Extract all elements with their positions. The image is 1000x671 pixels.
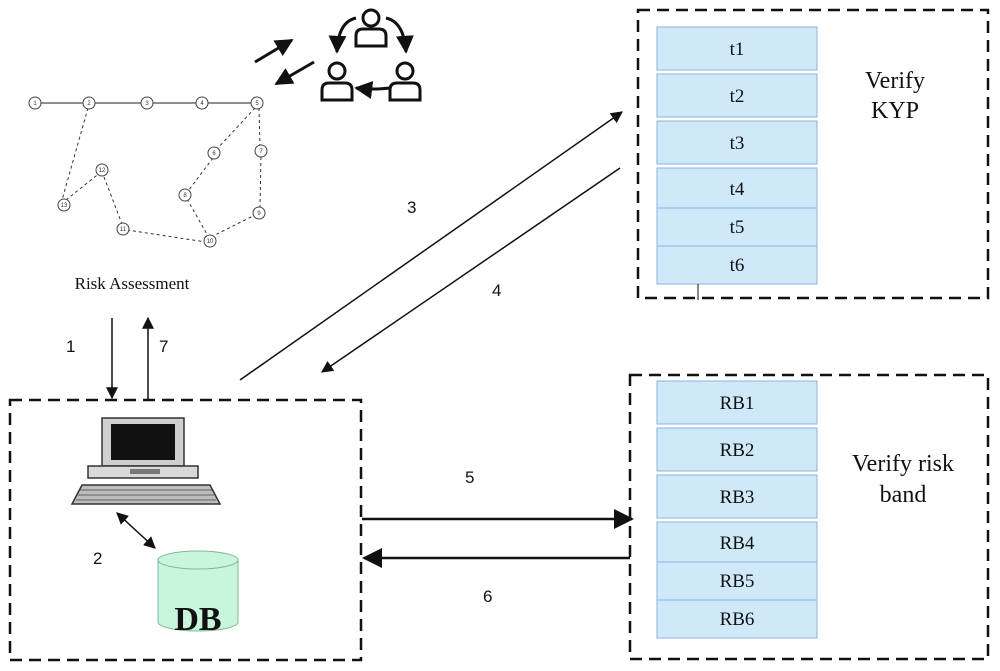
system-box: [8, 398, 363, 662]
kyp-cell-label: t3: [730, 133, 745, 154]
graph-node-13: [57, 198, 71, 212]
graph-node-label: 8: [183, 193, 187, 199]
arrow-to-team: [254, 38, 294, 64]
graph-node-5: [250, 96, 264, 110]
arrow-1-label: 1: [66, 337, 75, 356]
graph-node-label: 10: [207, 239, 214, 245]
graph-node-label: 4: [200, 101, 204, 107]
graph-node-label: 6: [212, 151, 216, 157]
arrow-4-label: 4: [492, 281, 501, 300]
graph-node-label: 1: [33, 101, 37, 107]
kyp-cell-label: t4: [730, 179, 745, 200]
graph-node-label: 3: [145, 101, 149, 107]
graph-node-4: [195, 96, 209, 110]
kyp-cell-label: t1: [730, 39, 745, 60]
arrow-3: [239, 111, 623, 381]
risk-band-cell-label: RB2: [720, 440, 755, 461]
graph-node-label: 13: [61, 203, 68, 209]
graph-node-label: 9: [257, 211, 261, 217]
risk-band-cell-label: RB5: [720, 571, 755, 592]
kyp-title-line2: KYP: [871, 98, 919, 124]
arrow-from-team: [274, 60, 315, 86]
arrow-4: [321, 167, 621, 373]
risk-band-cell-label: RB1: [720, 393, 755, 414]
arrow-2-label: 2: [93, 549, 102, 568]
kyp-cells: [656, 26, 818, 285]
risk-band-title-line2: band: [880, 482, 927, 508]
graph-node-11: [116, 222, 130, 236]
risk-band-cells: [656, 380, 818, 639]
kyp-cell-label: t6: [730, 255, 745, 276]
kyp-panel: [636, 8, 990, 300]
graph-node-label: 2: [87, 101, 91, 107]
arrow-2: [116, 512, 156, 549]
graph-node-7: [254, 144, 268, 158]
graph-node-1: [28, 96, 42, 110]
graph-node-9: [252, 206, 266, 220]
team-icon: [320, 8, 422, 102]
graph-node-label: 12: [99, 168, 106, 174]
arrow-5-label: 5: [465, 468, 474, 487]
graph-node-label: 11: [120, 227, 127, 233]
graph-node-12: [95, 163, 109, 177]
database-label: DB: [174, 601, 221, 638]
arrow-6-label: 6: [483, 587, 492, 606]
risk-band-title-line1: Verify risk: [852, 451, 954, 477]
graph-node-8: [178, 188, 192, 202]
computer-icon: [70, 417, 222, 505]
risk-band-cell-label: RB4: [720, 533, 755, 554]
risk-band-panel: [628, 373, 990, 661]
graph-node-6: [207, 146, 221, 160]
graph-node-label: 5: [255, 101, 259, 107]
kyp-cell-label: t5: [730, 217, 745, 238]
graph-node-10: [203, 234, 217, 248]
arrow-7-label: 7: [159, 337, 168, 356]
graph-node-3: [140, 96, 154, 110]
risk-assessment-caption: Risk Assessment: [75, 274, 190, 293]
database-icon: [157, 550, 239, 632]
graph-node-label: 7: [259, 149, 263, 155]
arrow-3-label: 3: [407, 198, 416, 217]
kyp-title-line1: Verify: [865, 68, 925, 94]
risk-band-cell-label: RB3: [720, 487, 755, 508]
kyp-cell-label: t2: [730, 86, 745, 107]
risk-assessment-graph: 1 2 3 4 5 6 7 8 9 10 11 12 13 Risk Asses…: [28, 96, 268, 293]
graph-node-2: [82, 96, 96, 110]
risk-band-cell-label: RB6: [720, 609, 755, 630]
